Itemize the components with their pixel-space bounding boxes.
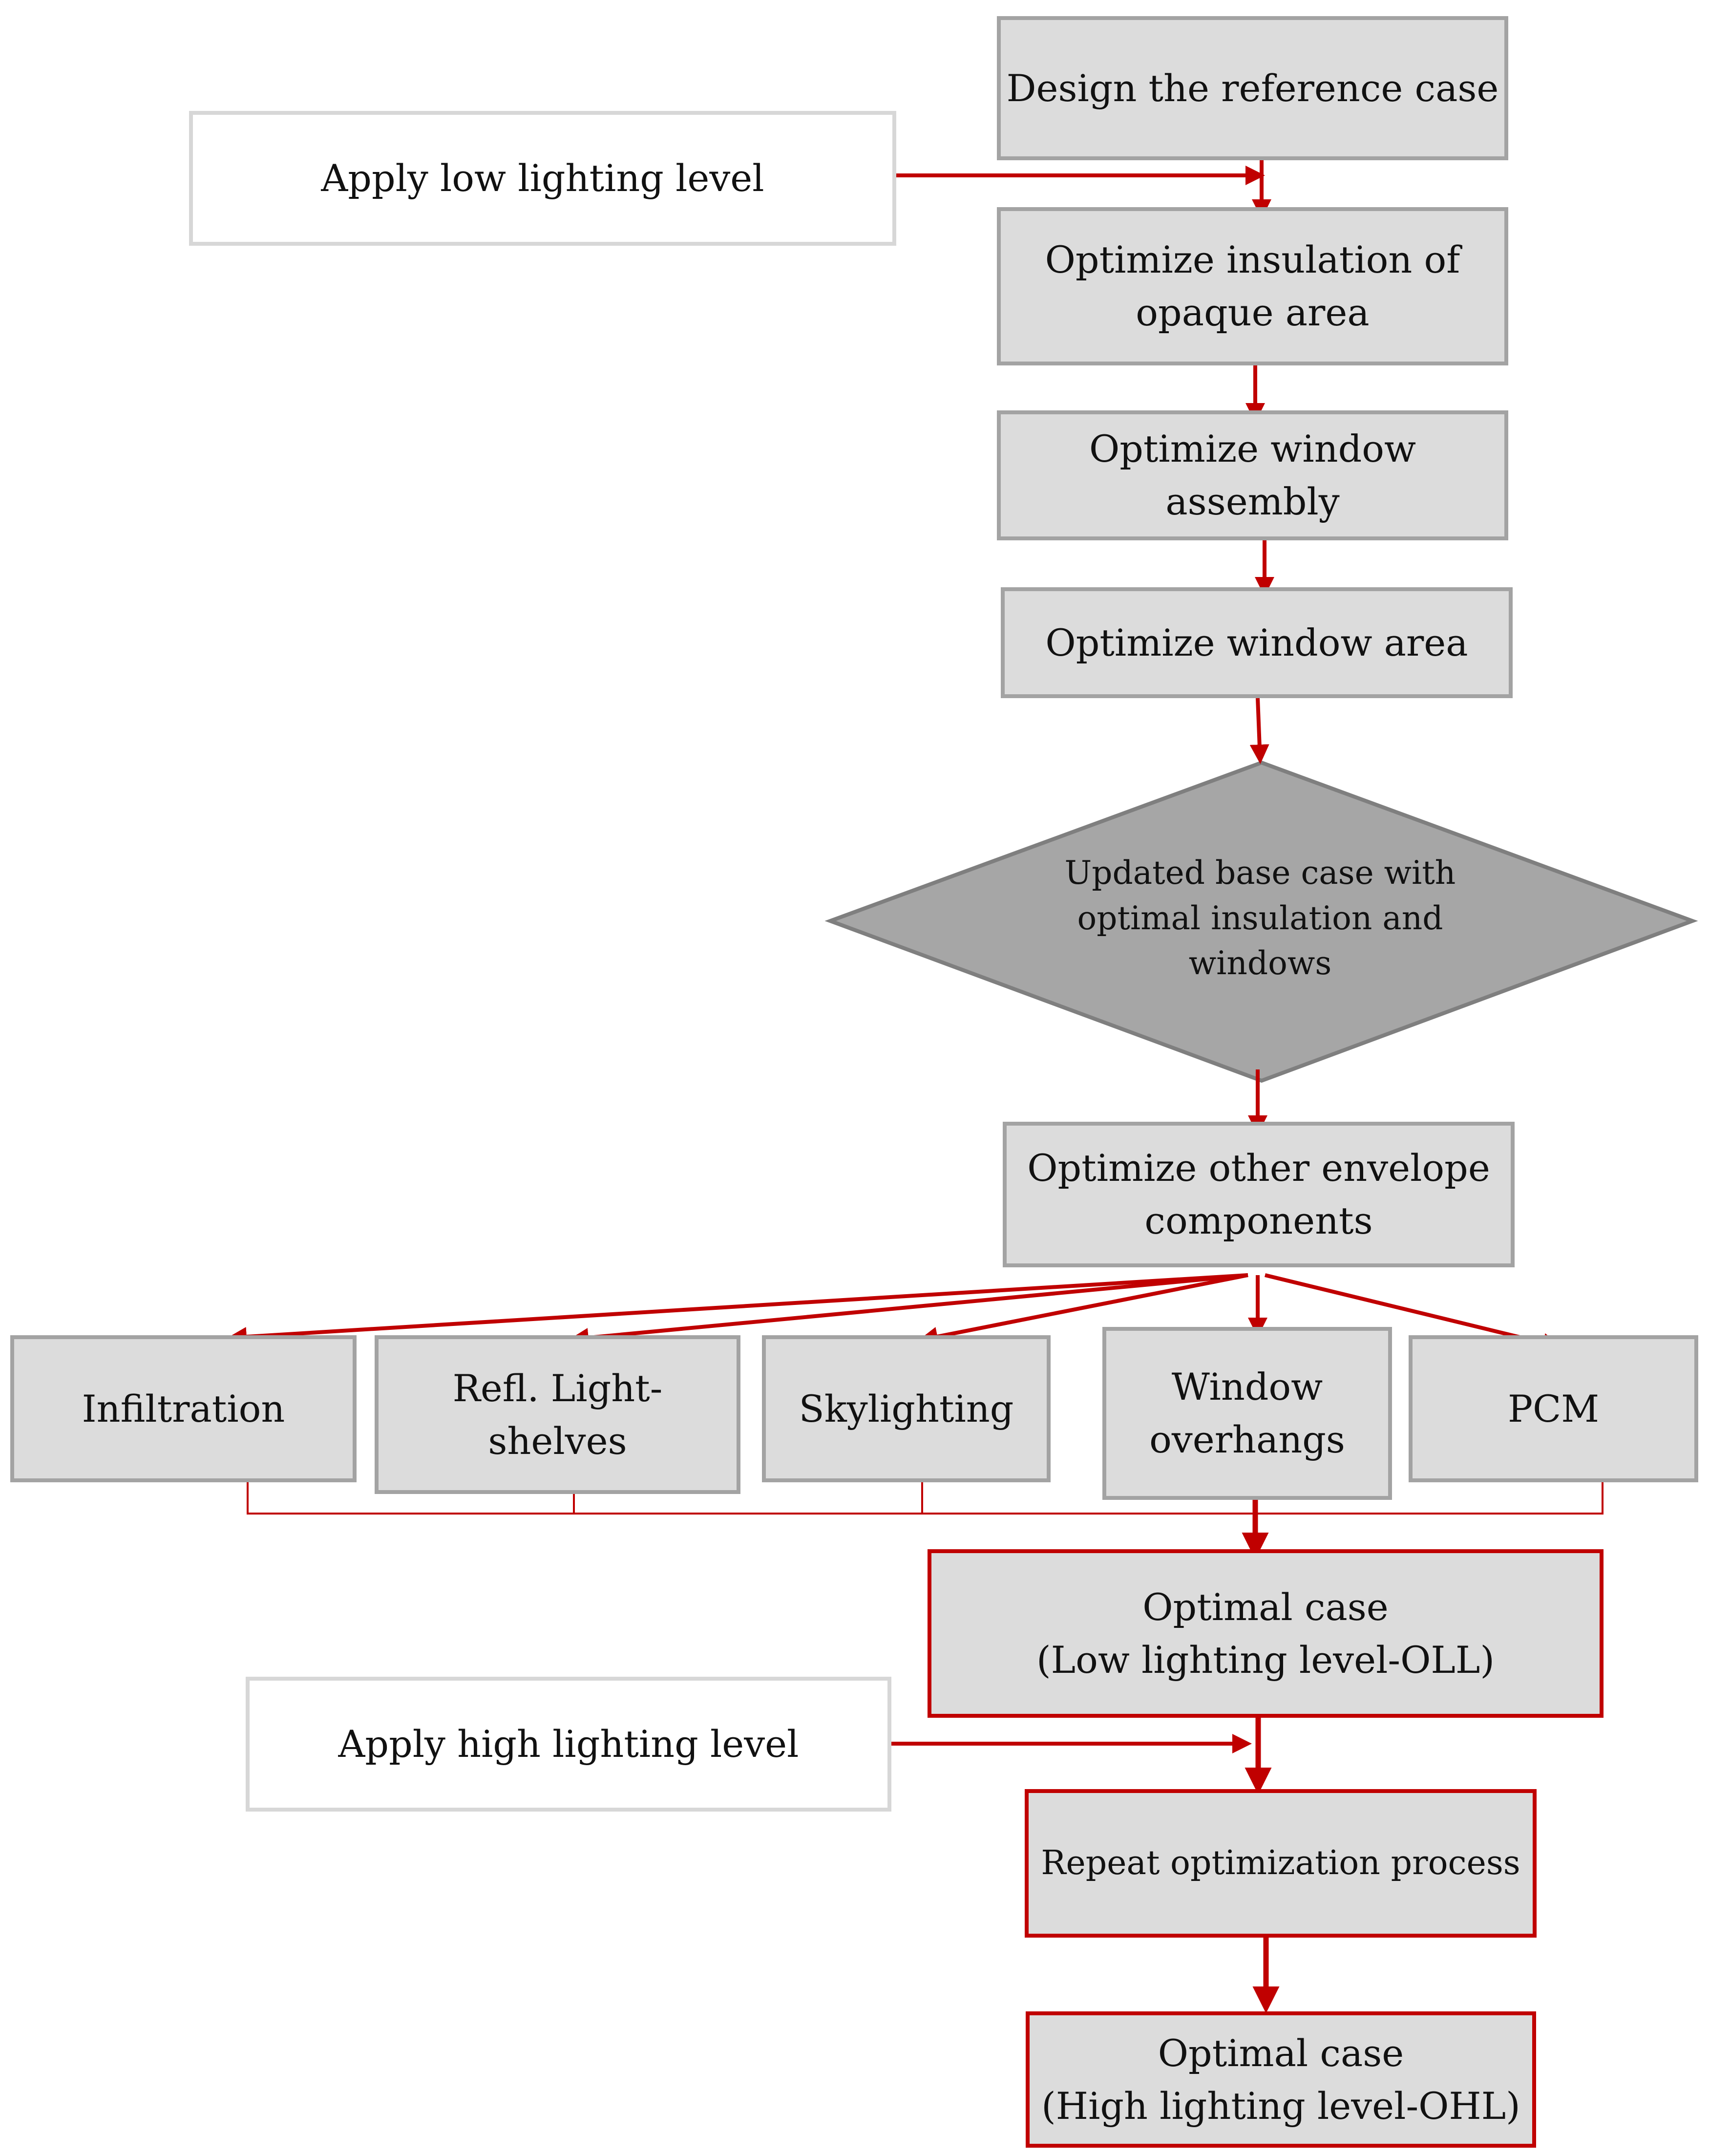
node-optimize-insulation: Optimize insulation of opaque area <box>997 207 1508 365</box>
node-window-overhangs: Window overhangs <box>1102 1327 1392 1500</box>
node-repeat-optimization: Repeat optimization process <box>1025 1789 1537 1938</box>
node-optimal-case-ohl: Optimal case (High lighting level-OHL) <box>1026 2011 1536 2148</box>
node-optimize-window-assembly: Optimize window assembly <box>997 410 1508 540</box>
decision-diamond-shape <box>824 760 1698 1083</box>
node-apply-low-lighting: Apply low lighting level <box>189 111 896 246</box>
node-apply-high-lighting: Apply high lighting level <box>246 1677 891 1812</box>
node-optimal-case-oll: Optimal case (Low lighting level-OLL) <box>928 1549 1604 1718</box>
node-optimize-window-area: Optimize window area <box>1001 587 1513 698</box>
arrow-to-pcm <box>1265 1273 1562 1352</box>
arrow-to-light-shelves <box>569 1273 1248 1347</box>
node-refl-light-shelves: Refl. Light- shelves <box>375 1335 740 1494</box>
node-updated-base-case-decision: Updated base case with optimal insulatio… <box>1064 854 1456 982</box>
node-skylighting: Skylighting <box>762 1335 1051 1482</box>
node-design-reference-case: Design the reference case <box>997 16 1508 160</box>
node-pcm: PCM <box>1409 1335 1698 1482</box>
arrow-window-area-to-decision <box>1249 698 1269 764</box>
node-infiltration: Infiltration <box>10 1335 357 1482</box>
arrow-to-infiltration <box>227 1273 1248 1346</box>
arrow-to-skylighting <box>918 1273 1248 1346</box>
node-optimize-other-envelope: Optimize other envelope components <box>1003 1122 1515 1267</box>
